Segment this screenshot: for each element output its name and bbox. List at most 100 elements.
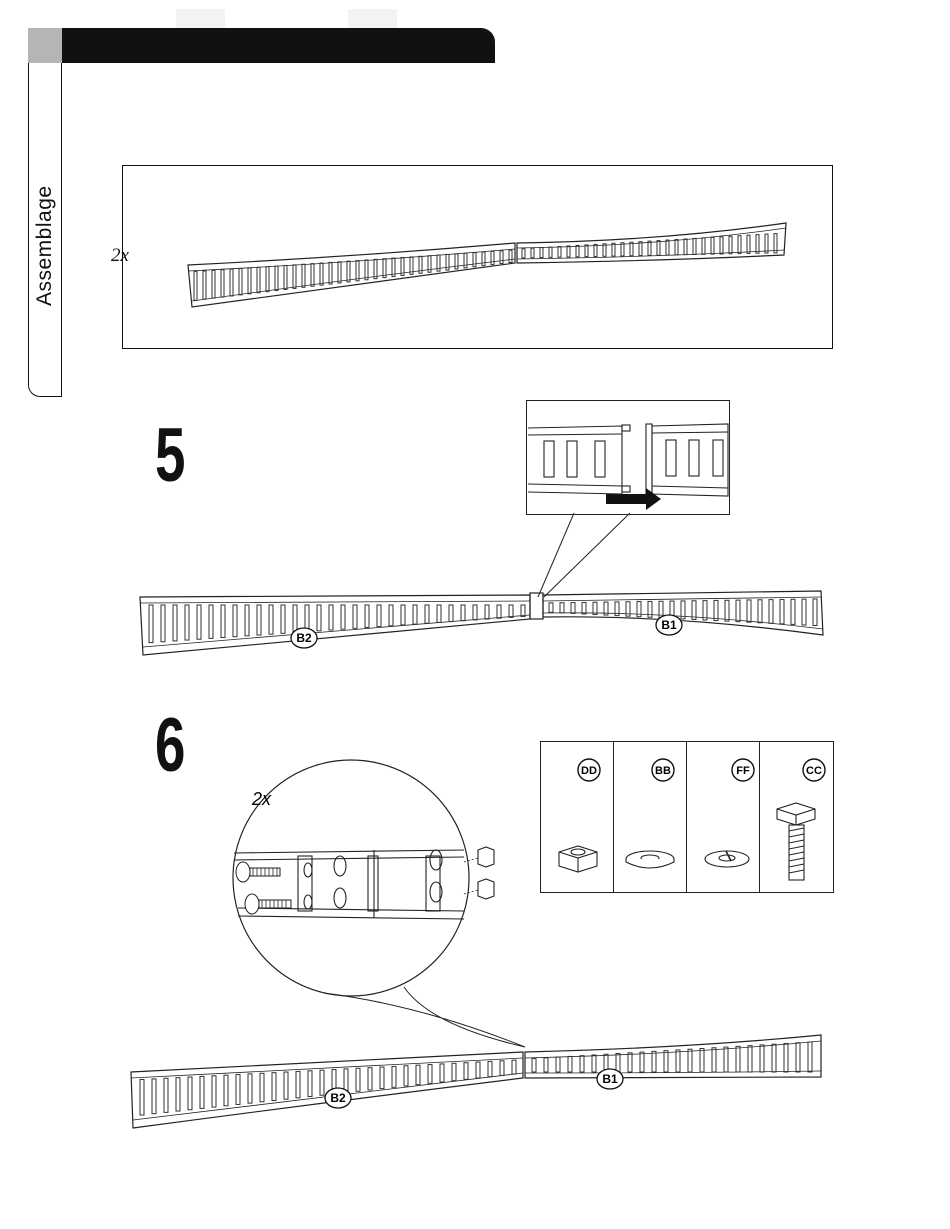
part-tag-b2: B2 xyxy=(325,1088,351,1108)
rail-slat xyxy=(377,605,381,627)
rail-slat xyxy=(585,245,588,257)
rail-slat xyxy=(221,605,225,638)
rail-slat xyxy=(522,249,525,258)
rail-slat xyxy=(308,1071,312,1097)
rail-slat xyxy=(724,1047,728,1072)
rail-slat xyxy=(612,243,615,256)
hardware-tag-ff: FF xyxy=(732,759,754,781)
rail-slat xyxy=(284,265,287,289)
rail-slat xyxy=(368,1068,372,1090)
rail-slat xyxy=(556,1057,560,1072)
rail-slat xyxy=(311,264,314,287)
rail-slat xyxy=(197,605,201,639)
rail-slat xyxy=(756,235,759,254)
rail-slat xyxy=(353,605,357,628)
rail-slat xyxy=(203,271,206,299)
header-ghost-box-1 xyxy=(176,9,225,28)
rail-slat xyxy=(532,1059,536,1072)
rail-slat xyxy=(221,270,224,297)
rail-slat xyxy=(544,1058,548,1072)
rail-slat xyxy=(485,605,489,619)
step-5-detail-callout xyxy=(526,400,730,515)
rail-slat xyxy=(675,240,678,255)
hex-nut-icon xyxy=(559,846,597,872)
rail-slat xyxy=(802,599,806,625)
svg-text:FF: FF xyxy=(736,765,750,777)
rail-slat xyxy=(461,605,465,621)
part-tag-b2-label: B2 xyxy=(330,1091,346,1105)
rail-slat xyxy=(389,605,393,626)
rail-slat xyxy=(512,1060,516,1074)
part-tag-b1: B1 xyxy=(597,1069,623,1089)
rail-slat xyxy=(452,1063,456,1080)
rail-slat xyxy=(813,599,817,626)
rail-slat xyxy=(269,605,273,634)
rail-slat xyxy=(639,242,642,256)
header-bar xyxy=(62,28,495,63)
rail-slat xyxy=(200,1076,204,1108)
rail-slat xyxy=(257,605,261,635)
rail-slat xyxy=(531,248,534,258)
part-tag-b1-label: B1 xyxy=(602,1072,618,1086)
rail-slat xyxy=(248,268,251,294)
rail-slat xyxy=(769,600,773,624)
rail-slat xyxy=(212,270,215,298)
rail-slat xyxy=(549,603,553,612)
rail-slat xyxy=(684,239,687,255)
rail-slat xyxy=(149,605,153,643)
rail-slat xyxy=(720,237,723,254)
rail-slat xyxy=(455,254,458,269)
rail-slat xyxy=(582,602,586,614)
rail-slat xyxy=(473,253,476,267)
rail-slat xyxy=(302,264,305,287)
rail-slat xyxy=(603,244,606,256)
rail-slat xyxy=(808,1042,812,1072)
rail-slat xyxy=(293,265,296,289)
rail-slat xyxy=(738,236,741,254)
rail-slat xyxy=(209,605,213,638)
rail-slat xyxy=(630,242,633,256)
rail-slat xyxy=(320,263,323,285)
rail-slat xyxy=(664,1051,668,1072)
rail-slat xyxy=(747,600,751,622)
rail-slat xyxy=(356,261,359,281)
rail-slat xyxy=(230,269,233,296)
rail-slat xyxy=(164,1078,168,1112)
part-tag-b2-label: B2 xyxy=(296,631,312,645)
rail-slat xyxy=(736,600,740,622)
step-6-quantity: 2x xyxy=(251,789,272,809)
rail-slat xyxy=(571,603,575,614)
rail-slat xyxy=(161,605,165,642)
rail-slat xyxy=(576,245,579,256)
hardware-tag-bb: BB xyxy=(652,759,674,781)
rail-slat xyxy=(549,247,552,257)
rail-slat xyxy=(476,1062,480,1078)
rail-slat xyxy=(320,1070,324,1095)
rail-slat xyxy=(736,1046,740,1072)
rail-slat xyxy=(592,1055,596,1072)
rail-slat xyxy=(482,252,485,266)
part-tag-b1: B1 xyxy=(656,615,682,635)
overview-quantity: 2x xyxy=(111,245,129,267)
header-ghost-box-2 xyxy=(348,9,397,28)
rail-slat xyxy=(329,605,333,630)
rail-slat xyxy=(473,605,477,620)
rail-slat xyxy=(666,240,669,255)
rail-slat xyxy=(293,605,297,633)
rail-slat xyxy=(338,262,341,283)
rail-slat xyxy=(275,266,278,290)
rail-slat xyxy=(356,1068,360,1091)
hex-nut-icon xyxy=(478,847,494,899)
rail-slat xyxy=(392,1066,396,1087)
rail-slat xyxy=(440,1064,444,1082)
part-tag-b2: B2 xyxy=(291,628,317,648)
rail-slat xyxy=(500,251,503,264)
rail-slat xyxy=(329,262,332,284)
rail-slat xyxy=(560,603,564,613)
rail-slat xyxy=(296,1071,300,1097)
rail-slat xyxy=(140,1080,144,1115)
rail-slat xyxy=(365,605,369,627)
rail-slat xyxy=(266,267,269,292)
rail-slat xyxy=(784,1043,788,1072)
rail-slat xyxy=(521,605,525,617)
